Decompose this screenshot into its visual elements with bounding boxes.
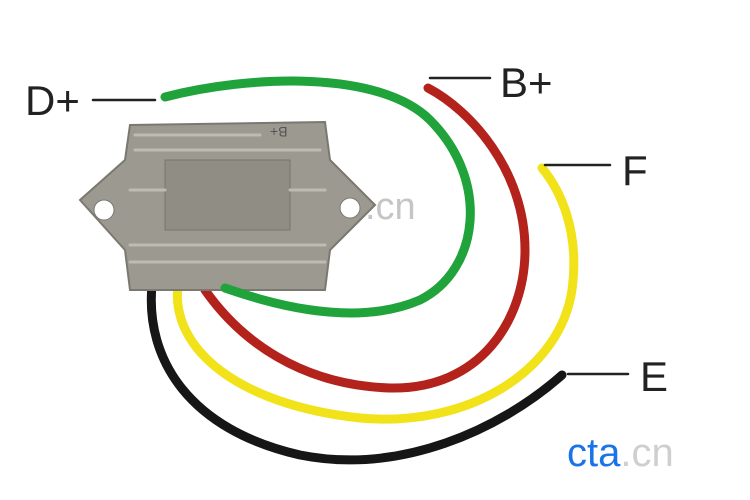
yellow-wire <box>172 163 579 424</box>
red-wire <box>200 83 530 393</box>
watermark-logo: cta.cn <box>567 433 674 473</box>
green-wire <box>160 76 475 318</box>
label-d-plus: D+ <box>25 77 80 124</box>
device-marking: B+ <box>270 124 288 140</box>
watermark-center: .cn <box>365 186 416 228</box>
watermark-suffix: .cn <box>620 431 674 475</box>
mount-hole-left <box>93 199 115 221</box>
watermark-brand: cta <box>567 431 621 475</box>
label-b-plus: B+ <box>500 59 553 106</box>
leader-lines <box>91 76 630 376</box>
black-wire <box>146 280 567 465</box>
label-f: F <box>622 147 648 194</box>
mount-hole-right <box>339 197 361 219</box>
label-e: E <box>640 353 669 400</box>
